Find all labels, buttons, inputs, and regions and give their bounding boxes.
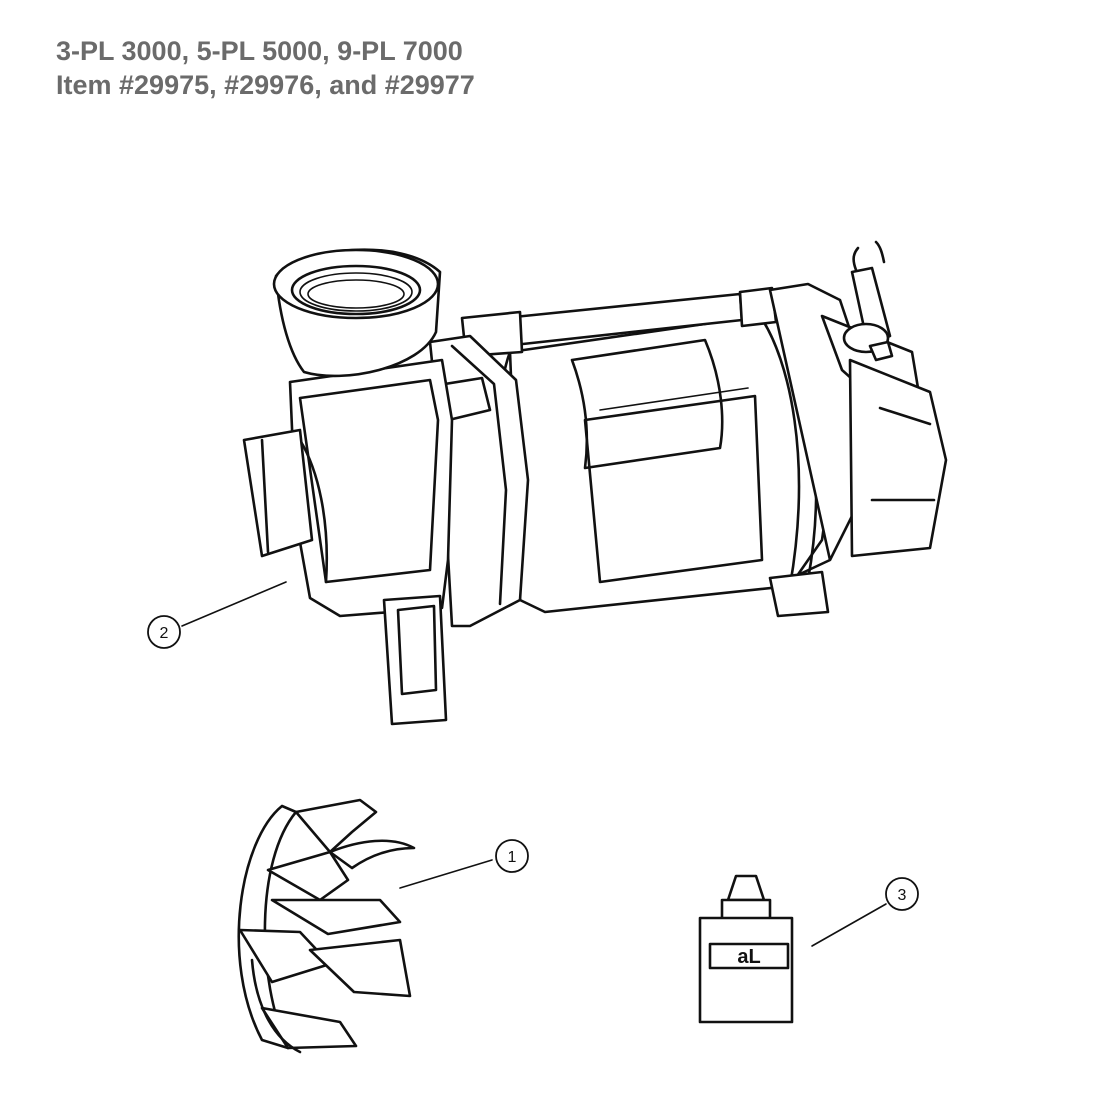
lubricant-bottle: aL bbox=[698, 874, 794, 1024]
motor-label-plate bbox=[570, 338, 724, 470]
callout-1-number: 1 bbox=[508, 849, 517, 866]
pump-volute bbox=[242, 248, 454, 726]
lubricant-label-box bbox=[708, 942, 790, 970]
callout-3-number: 3 bbox=[898, 887, 907, 904]
rear-end-cap bbox=[768, 282, 948, 618]
header: 3-PL 3000, 5-PL 5000, 9-PL 7000 Item #29… bbox=[56, 34, 475, 102]
header-models: 3-PL 3000, 5-PL 5000, 9-PL 7000 bbox=[56, 36, 463, 66]
motor-housing bbox=[495, 314, 834, 614]
rear-foot bbox=[768, 570, 830, 618]
lubricant-label: aL bbox=[737, 946, 760, 968]
front-foot bbox=[382, 594, 448, 726]
callout-2-number: 2 bbox=[160, 625, 169, 642]
pump-assembly bbox=[242, 240, 948, 726]
hex-bolt bbox=[868, 340, 894, 362]
callout-3: 3 bbox=[811, 877, 919, 947]
callout-2: 2 bbox=[147, 581, 287, 649]
front-flange bbox=[418, 334, 530, 628]
header-items: Item #29975, #29976, and #29977 bbox=[56, 70, 475, 100]
callout-1: 1 bbox=[399, 839, 529, 889]
impeller bbox=[237, 798, 416, 1054]
outlet-fitting bbox=[272, 248, 442, 378]
